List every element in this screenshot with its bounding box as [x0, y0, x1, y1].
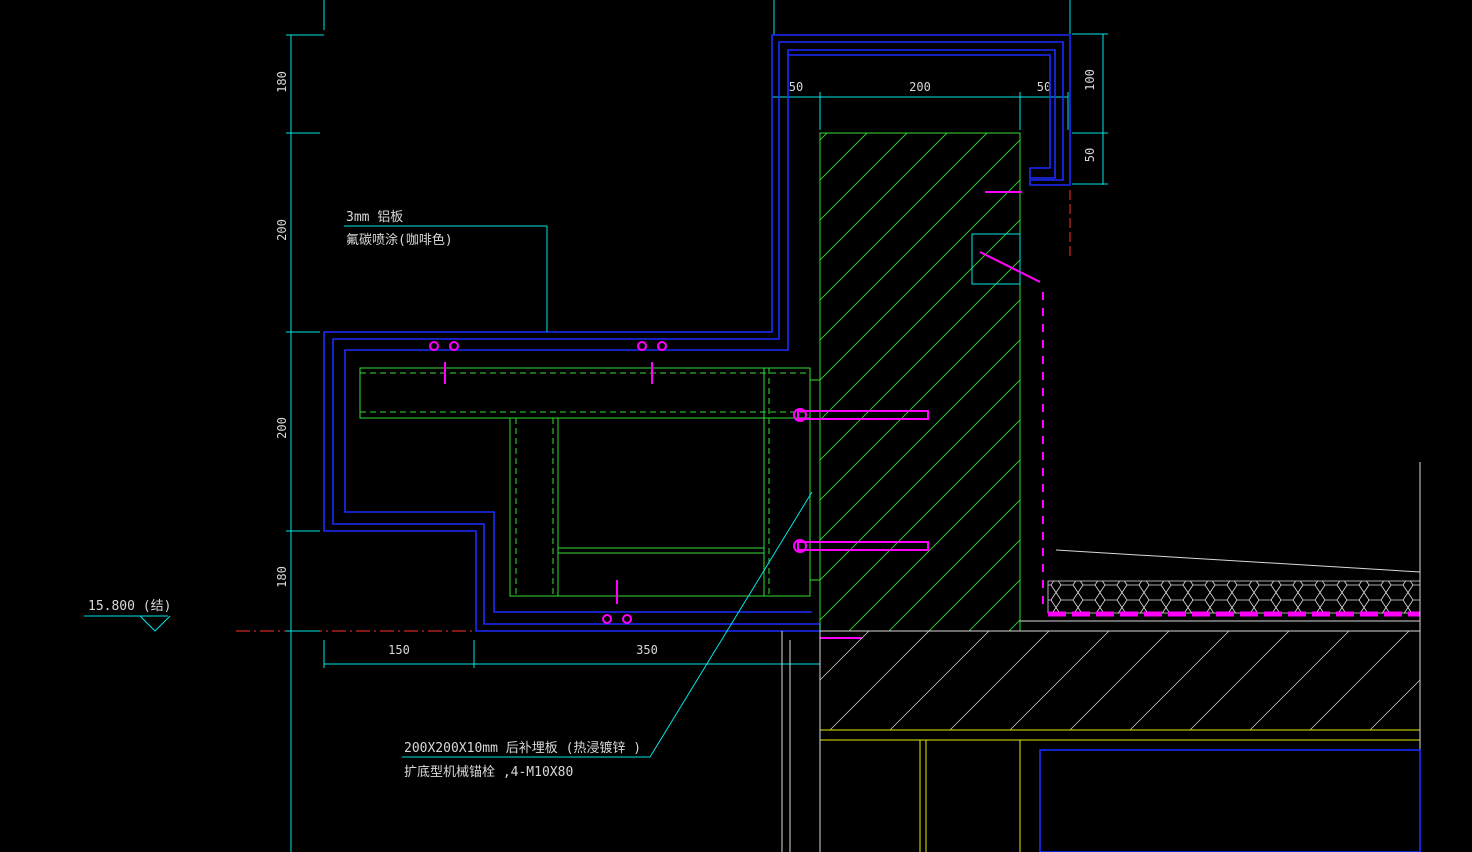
note-panel-line2: 氟碳喷涂(咖啡色) — [346, 232, 453, 248]
dim-50-right-lower: 50 — [1083, 148, 1097, 162]
beam-below — [781, 631, 1421, 852]
dim-180-top: 180 — [275, 71, 289, 93]
aluminum-panel-outline — [323, 34, 1071, 632]
dim-350-bottom: 350 — [636, 643, 658, 657]
dim-180-bottom: 180 — [275, 566, 289, 588]
dim-200-lower: 200 — [275, 417, 289, 439]
dim-200-top: 200 — [909, 80, 931, 94]
elevation-marker: 15.800 (结) — [84, 599, 171, 632]
dim-200-upper: 200 — [275, 219, 289, 241]
vertical-dimension-chain: 180 200 200 180 — [275, 34, 324, 852]
bottom-dimension-chain: 150 350 — [323, 640, 821, 668]
right-dimension-chain: 100 50 — [1072, 33, 1108, 185]
dim-100-right: 100 — [1083, 69, 1097, 91]
floor-slab — [819, 630, 1421, 731]
mechanical-anchors — [429, 191, 1044, 639]
dim-50-left: 50 — [789, 80, 803, 94]
elevation-label: 15.800 (结) — [88, 599, 171, 614]
note-anchor-line2: 扩底型机械锚栓 ,4-M10X80 — [404, 764, 573, 780]
note-anchor-leader: 200X200X10mm 后补埋板 (热浸镀锌 ) 扩底型机械锚栓 ,4-M10… — [402, 491, 813, 780]
top-dimension-chain: 50 200 50 — [771, 80, 1069, 130]
dim-50-right: 50 — [1037, 80, 1051, 94]
note-panel-line1: 3mm 铝板 — [346, 210, 403, 225]
dim-150-bottom: 150 — [388, 643, 410, 657]
roof-layers — [1020, 462, 1421, 852]
note-anchor-line1: 200X200X10mm 后补埋板 (热浸镀锌 ) — [404, 740, 641, 756]
steel-bracket — [359, 367, 821, 597]
concrete-parapet — [819, 132, 1021, 632]
note-panel-leader: 3mm 铝板 氟碳喷涂(咖啡色) — [344, 210, 548, 332]
